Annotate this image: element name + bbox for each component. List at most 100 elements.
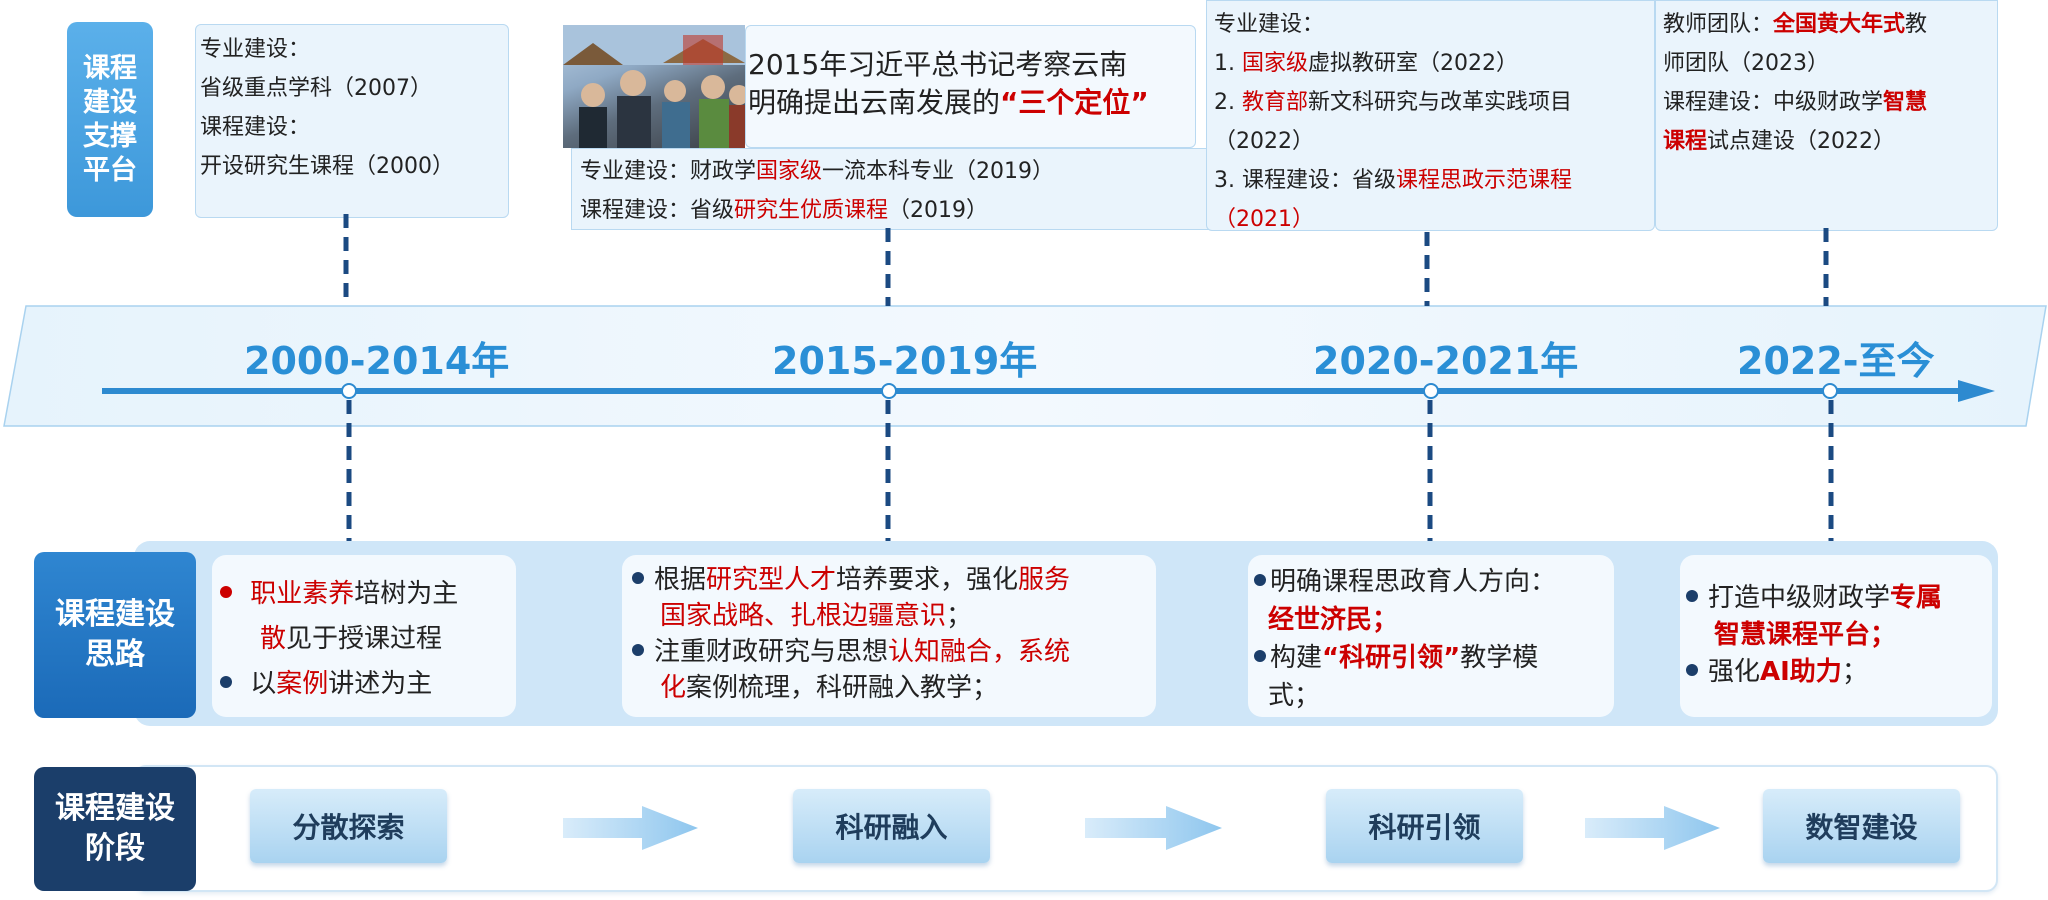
- support-box-2020: [1206, 0, 1655, 231]
- idea-box-2: [622, 555, 1156, 717]
- bullet-icon: [220, 675, 232, 688]
- i4-b1: 强化: [1708, 657, 1761, 687]
- support-2020-line1: 1. 国家级虚拟教研室（2022）: [1214, 44, 1572, 83]
- idea-4-line3: 强化AI助力；: [1686, 654, 1942, 691]
- support-2022-line3: 课程建设：中级财政学智慧: [1663, 83, 1927, 122]
- idea-2-line3: 注重财政研究与思想认知融合，系统: [632, 634, 1070, 670]
- s2020-l2a: 2.: [1214, 90, 1242, 115]
- platform-label: 课程建设支撑平台: [67, 22, 153, 217]
- s2020-l4a: 3. 课程建设：省级: [1214, 168, 1396, 193]
- timeline-node-2: [881, 383, 897, 399]
- stage-4-label: 数智建设: [1805, 811, 1918, 844]
- s2020-l2c: 新文科研究与改革实践项目: [1308, 90, 1573, 115]
- idea-3-line2: 经世济民；: [1268, 605, 1399, 635]
- bullet-icon: [632, 643, 644, 656]
- stage-2-label: 科研融入: [835, 811, 948, 844]
- support-2015-line1: 专业建设：财政学国家级一流本科专业（2019）: [580, 152, 1054, 191]
- thinking-label-text: 课程建设思路: [55, 597, 175, 672]
- arrow-right-icon: [563, 806, 698, 850]
- headline-line1: 2015年习近平总书记考察云南: [748, 48, 1128, 81]
- i2-b4: 案例梳理，科研融入教学；: [686, 673, 999, 703]
- i4-b2: AI助力: [1760, 657, 1842, 687]
- year-2015-2019: 2015-2019年: [772, 339, 1038, 383]
- idea-2-line2: 国家战略、扎根边疆意识；: [632, 598, 1070, 634]
- i2-b2: 认知融合，系统: [888, 637, 1071, 667]
- stage-scattered-exploration: 分散探索: [250, 789, 447, 863]
- stage-label: 课程建设阶段: [34, 767, 196, 891]
- support-2015-text: 专业建设：财政学国家级一流本科专业（2019） 课程建设：省级研究生优质课程（2…: [580, 152, 1054, 230]
- timeline-node-4: [1822, 383, 1838, 399]
- stage-research-integration: 科研融入: [793, 789, 990, 863]
- support-2020-line4: 3. 课程建设：省级课程思政示范课程: [1214, 161, 1572, 200]
- timeline-node-3: [1423, 383, 1439, 399]
- year-2000-2014: 2000-2014年: [244, 339, 510, 383]
- support-2020-line5: （2021）: [1214, 207, 1314, 232]
- i4-a2: 专属: [1890, 583, 1943, 613]
- i1-a4: 见于授课过程: [286, 624, 443, 654]
- s2022-l4a: 课程: [1663, 129, 1708, 154]
- s2020-l1a: 1.: [1214, 51, 1242, 76]
- support-2020-line0: 专业建设：: [1214, 12, 1325, 37]
- i2-a4: 服务: [1018, 565, 1071, 595]
- bullet-icon: [220, 585, 232, 598]
- s2022-l4b: 试点建设（2022）: [1707, 129, 1896, 154]
- s2020-l4b: 课程思政示范课程: [1395, 168, 1572, 193]
- idea-box-1: [212, 555, 516, 717]
- stage-1-label: 分散探索: [292, 811, 405, 844]
- s2015-l2c: （2019）: [888, 198, 989, 223]
- idea-1-text: 职业素养培树为主 散见于授课过程 以案例讲述为主: [220, 572, 458, 707]
- bullet-icon: [1254, 649, 1266, 662]
- i1-b3: 讲述为主: [328, 669, 433, 699]
- timeline-band-shape: [3, 305, 2047, 427]
- i1-a2: 培树为主: [354, 579, 459, 609]
- support-2000-line2: 省级重点学科（2007）: [200, 76, 432, 101]
- timeline-arrowhead: [1958, 380, 1995, 402]
- idea-box-4: [1680, 555, 1992, 717]
- idea-2-line1: 根据研究型人才培养要求，强化服务: [632, 562, 1070, 598]
- idea-3-line4: 式；: [1268, 681, 1321, 711]
- inspection-photo: [563, 25, 745, 148]
- i4-b3: ；: [1841, 657, 1868, 687]
- i3-b3: 教学模: [1460, 643, 1539, 673]
- s2015-l1a: 专业建设：财政学: [580, 159, 757, 184]
- bullet-icon: [1254, 573, 1266, 586]
- support-2000-line3: 课程建设：: [200, 115, 311, 140]
- arrow-right-icon: [1085, 806, 1222, 850]
- headline-line2-a: 明确提出云南发展的: [748, 86, 1001, 119]
- support-2000-text: 专业建设： 省级重点学科（2007） 课程建设： 开设研究生课程（2000）: [200, 30, 454, 186]
- stage-3-label: 科研引领: [1368, 811, 1481, 844]
- bullet-icon: [1686, 589, 1698, 602]
- i2-a2: 研究型人才: [706, 565, 837, 595]
- photo-illustration: [563, 25, 745, 148]
- support-2022-line2: 师团队（2023）: [1663, 51, 1829, 76]
- s2015-l1c: 一流本科专业（2019）: [822, 159, 1055, 184]
- idea-3-text: 明确课程思政育人方向： 经世济民； 构建“科研引领”教学模 式；: [1254, 563, 1556, 715]
- idea-4-line2: 智慧课程平台；: [1714, 620, 1897, 650]
- headline-text: 2015年习近平总书记考察云南 明确提出云南发展的“三个定位”: [748, 46, 1149, 122]
- stage-research-leading: 科研引领: [1326, 789, 1523, 863]
- i1-b1: 以: [250, 669, 277, 699]
- i2-a5: 国家战略、扎根边疆意识: [660, 601, 947, 631]
- s2022-l3a: 课程建设：中级财政学: [1663, 90, 1884, 115]
- support-2022-text: 教师团队：全国黄大年式教 师团队（2023） 课程建设：中级财政学智慧 课程试点…: [1663, 5, 1927, 161]
- three-positions-text: “三个定位”: [1000, 86, 1149, 119]
- timeline-node-1: [341, 383, 357, 399]
- s2022-l3b: 智慧: [1883, 90, 1928, 115]
- stage-arrows: [563, 806, 1720, 850]
- support-2020-line3: （2022）: [1214, 129, 1314, 154]
- support-2020-text: 专业建设： 1. 国家级虚拟教研室（2022） 2. 教育部新文科研究与改革实践…: [1214, 5, 1572, 239]
- s2020-l2b: 教育部: [1241, 90, 1308, 115]
- s2015-l1b: 国家级: [756, 159, 823, 184]
- support-2015-line2: 课程建设：省级研究生优质课程（2019）: [580, 191, 1054, 230]
- idea-1-line2: 散见于授课过程: [220, 617, 458, 662]
- s2022-l1a: 教师团队：: [1663, 12, 1774, 37]
- s2020-l1c: 虚拟教研室（2022）: [1308, 51, 1518, 76]
- s2015-l2b: 研究生优质课程: [734, 198, 889, 223]
- year-2020-2021: 2020-2021年: [1313, 339, 1579, 383]
- s2020-l1b: 国家级: [1241, 51, 1308, 76]
- idea-4-text: 打造中级财政学专属 智慧课程平台； 强化AI助力；: [1686, 580, 1942, 691]
- support-box-2000: [195, 24, 509, 218]
- stage-digital-intelligence: 数智建设: [1763, 789, 1960, 863]
- i3-a1: 明确课程思政育人方向：: [1270, 567, 1557, 597]
